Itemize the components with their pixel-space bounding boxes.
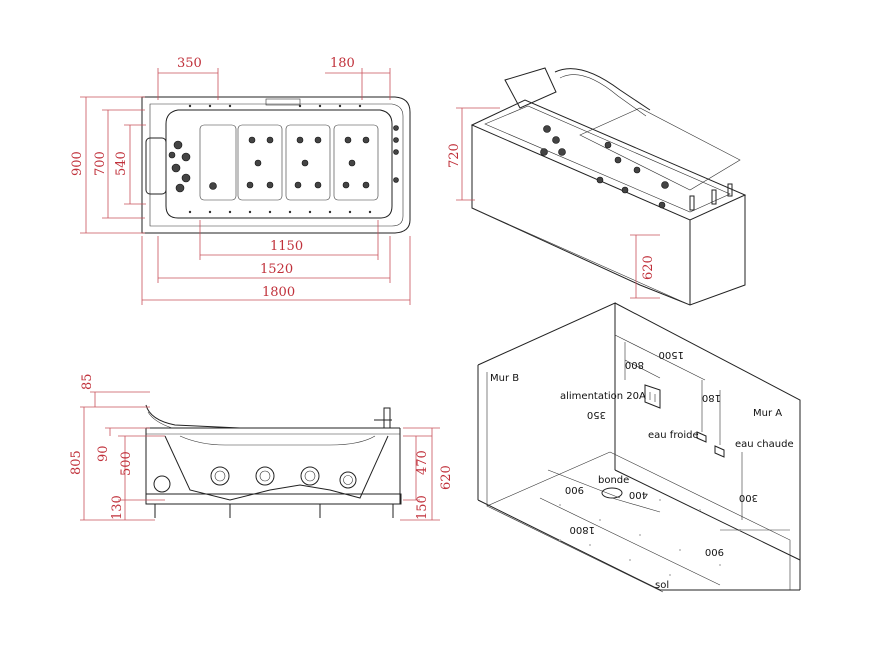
dim-1150: 1150: [270, 239, 303, 254]
dim-130: 130: [110, 495, 125, 520]
label-alimentation: alimentation 20A: [560, 391, 646, 402]
room-dimensions: [539, 334, 790, 586]
dim-500: 500: [119, 451, 134, 476]
iso-view: 720 620: [447, 67, 747, 306]
label-sol: sol: [655, 580, 669, 591]
dim-620-iso: 620: [641, 255, 656, 280]
room-view: Mur B Mur A alimentation 20A eau froide …: [477, 302, 801, 593]
dim-900-bottom: 900: [705, 546, 724, 557]
floor-texture: [559, 499, 741, 576]
label-eau-chaude: eau chaude: [735, 439, 794, 450]
top-view: 350 180 900 700 540 1150 1520 1800: [70, 56, 411, 305]
dim-300: 300: [739, 492, 758, 503]
label-eau-froide: eau froide: [648, 430, 699, 441]
dim-900: 900: [70, 151, 85, 176]
dim-1520: 1520: [260, 262, 293, 277]
dim-700: 700: [93, 151, 108, 176]
label-bonde: bonde: [598, 475, 629, 486]
dim-1800-room: 1800: [570, 524, 595, 535]
dim-180: 180: [330, 56, 355, 71]
dim-470: 470: [415, 450, 430, 475]
dim-1500: 1500: [659, 349, 684, 360]
dim-720: 720: [447, 143, 462, 168]
dim-400: 400: [629, 489, 648, 500]
dim-800: 800: [625, 359, 644, 370]
top-dimensions: [80, 68, 411, 305]
dim-85: 85: [80, 373, 95, 390]
dim-1800: 1800: [262, 285, 295, 300]
dim-90: 90: [96, 445, 111, 462]
top-jets: [168, 125, 399, 193]
dim-350: 350: [177, 56, 202, 71]
dim-540: 540: [114, 151, 129, 176]
side-view: 85 805 90 500 130 470 620 150: [69, 373, 454, 521]
dim-350-room: 350: [587, 409, 606, 420]
dim-900-left: 900: [565, 484, 584, 495]
iso-jets: [540, 125, 669, 209]
iso-faucet: [689, 183, 733, 211]
side-feet: [154, 504, 394, 518]
top-air-dots: [188, 104, 372, 214]
dim-805: 805: [69, 450, 84, 475]
side-dimensions: [80, 391, 440, 521]
label-mur-b: Mur B: [490, 373, 519, 384]
dim-180-room: 180: [702, 392, 721, 403]
label-mur-a: Mur A: [753, 408, 782, 419]
dim-150: 150: [415, 495, 430, 520]
dim-620-side: 620: [439, 465, 454, 490]
